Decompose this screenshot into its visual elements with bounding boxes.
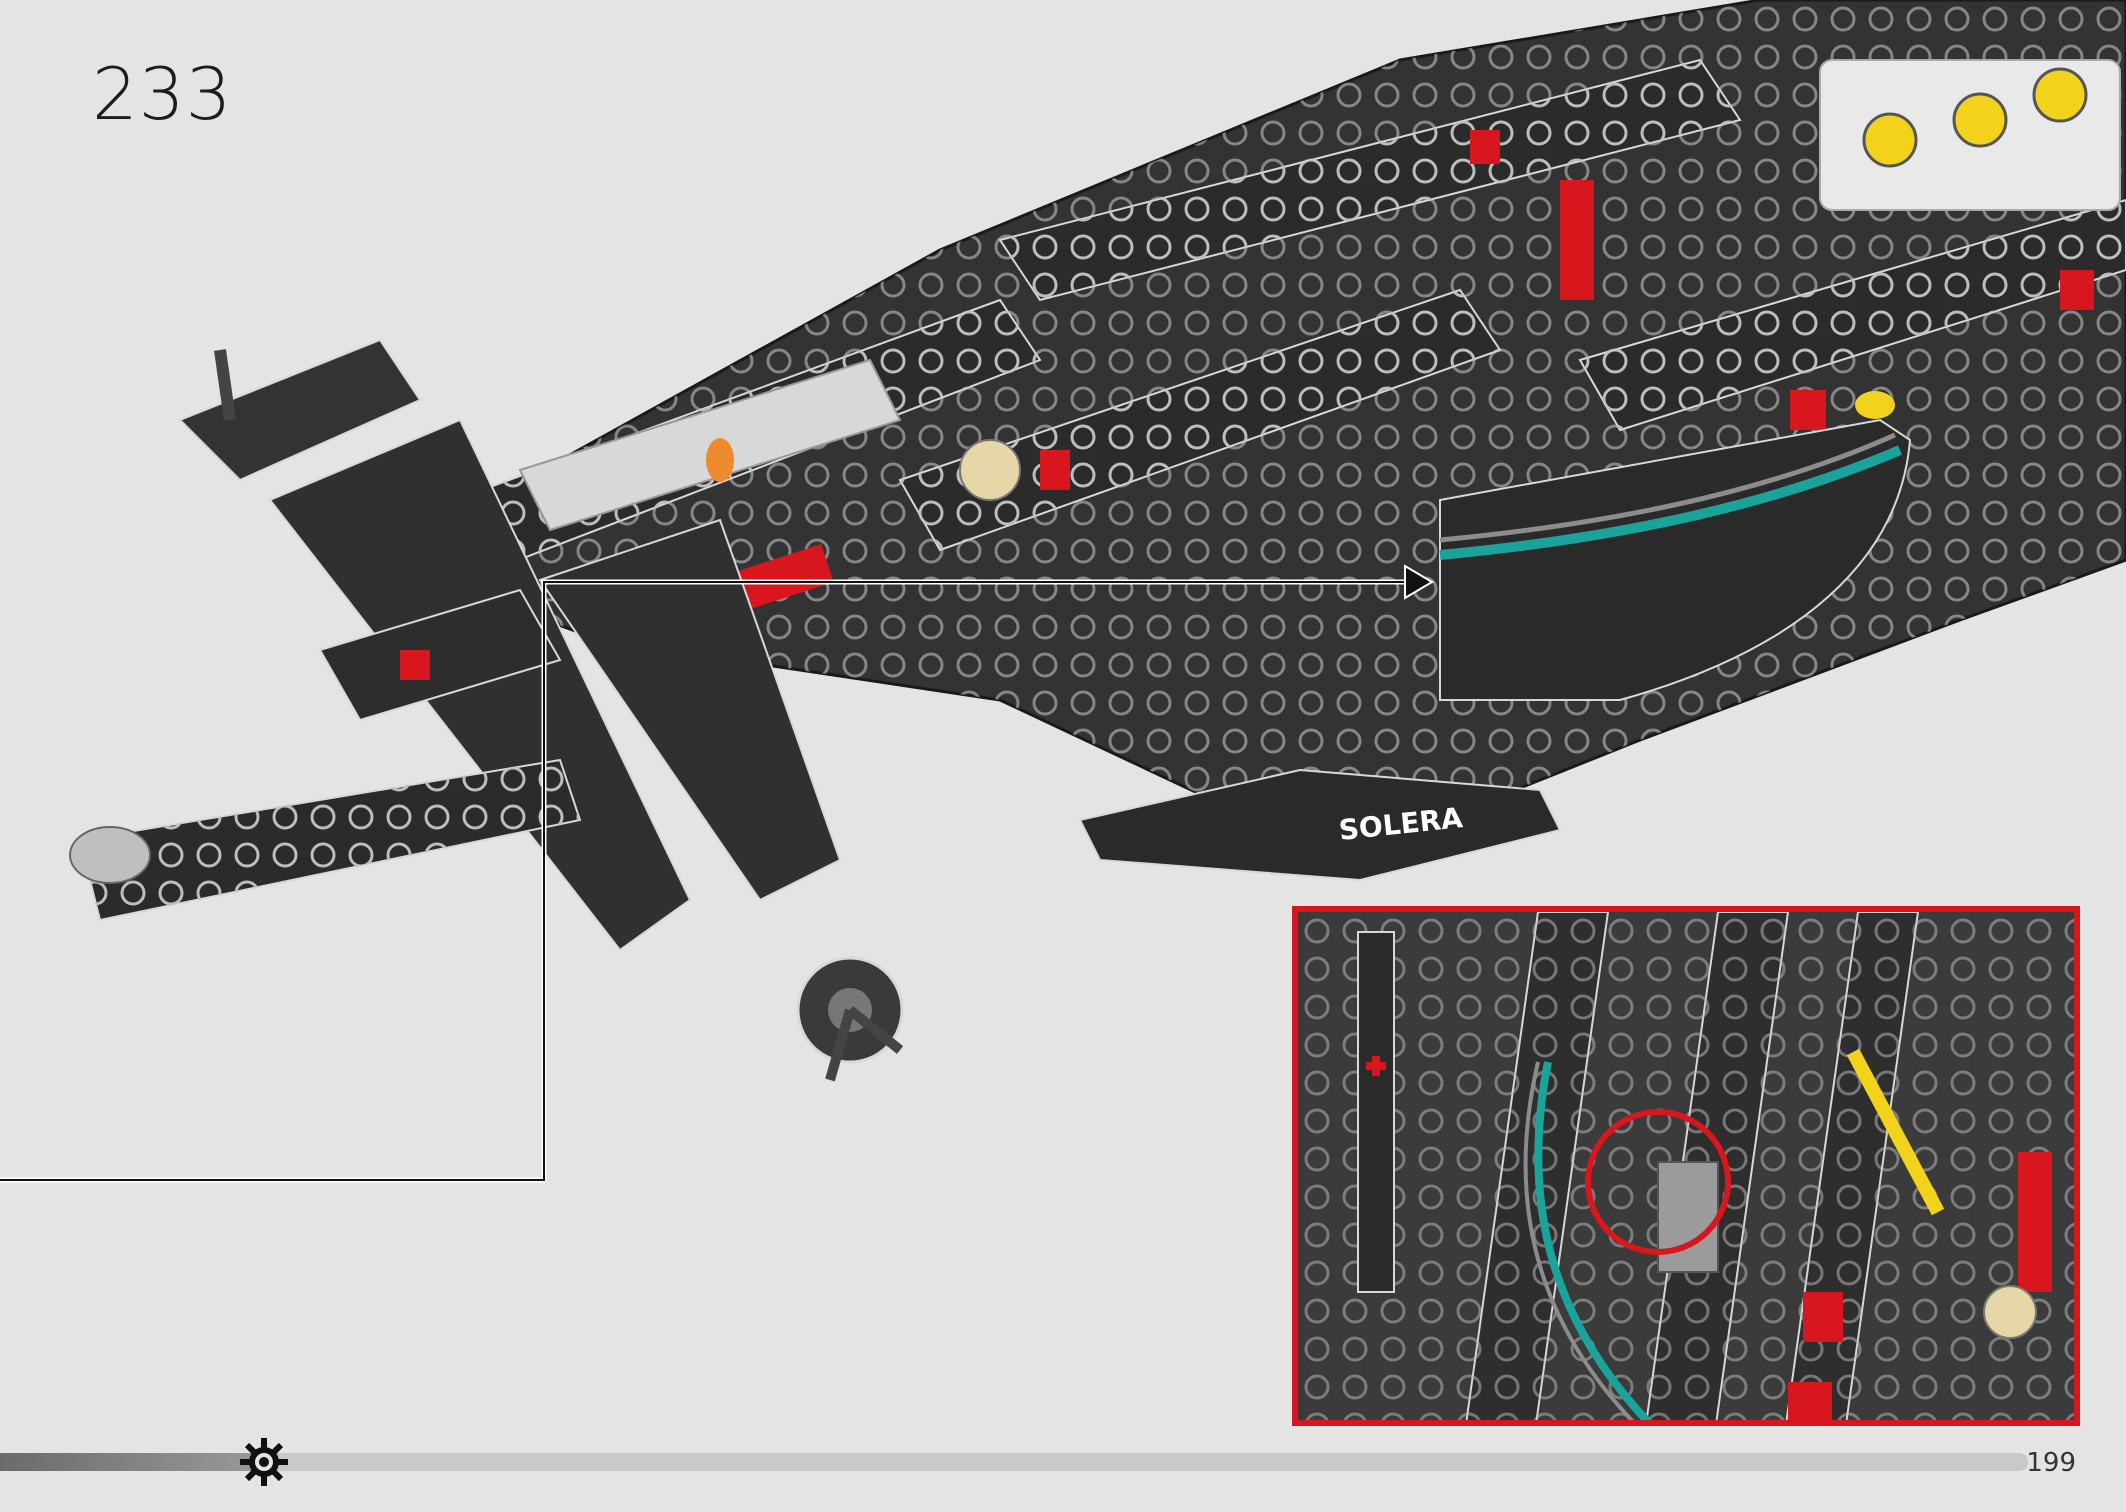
sidepod-panel bbox=[1439, 418, 1912, 701]
instruction-arrow bbox=[0, 564, 1434, 1183]
highlight-circle bbox=[1585, 1109, 1731, 1255]
callout-detail-box bbox=[1292, 906, 2080, 1426]
progress-bar bbox=[0, 1453, 2028, 1471]
callout-illustration bbox=[1298, 912, 2074, 1420]
front-suspension bbox=[69, 338, 904, 1082]
floor-panel: SOLERA bbox=[1078, 768, 1562, 882]
progress-bar-fill bbox=[0, 1453, 264, 1471]
step-number: 233 bbox=[92, 52, 233, 136]
page-number: 199 bbox=[2026, 1448, 2076, 1478]
gear-icon bbox=[239, 1438, 288, 1486]
